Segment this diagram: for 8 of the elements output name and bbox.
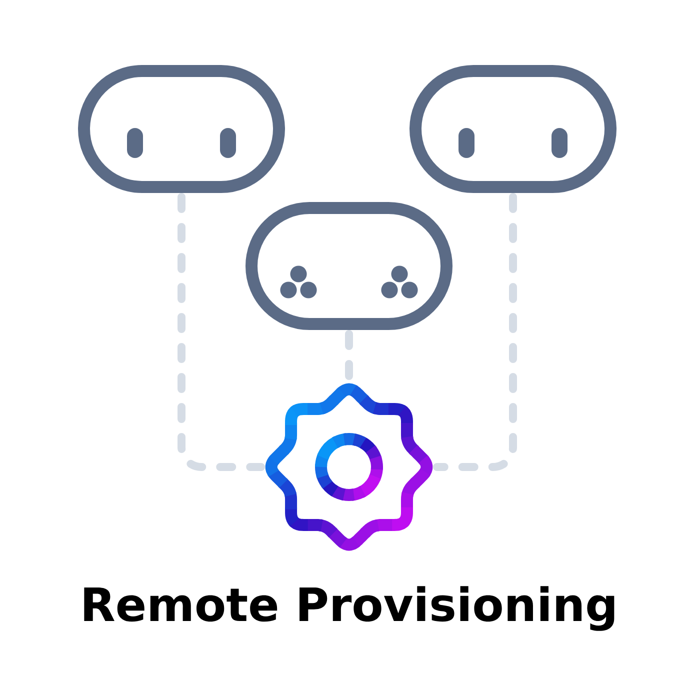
socket-icon: [410, 65, 616, 193]
socket-icon: [246, 202, 452, 330]
socket-icon: [78, 65, 285, 193]
dashed-connector: [433, 193, 517, 471]
dashed-connector: [178, 193, 265, 471]
title: Remote Provisioning: [84, 586, 614, 631]
dashed-connector: [345, 330, 353, 383]
gear-icon: [265, 383, 433, 551]
